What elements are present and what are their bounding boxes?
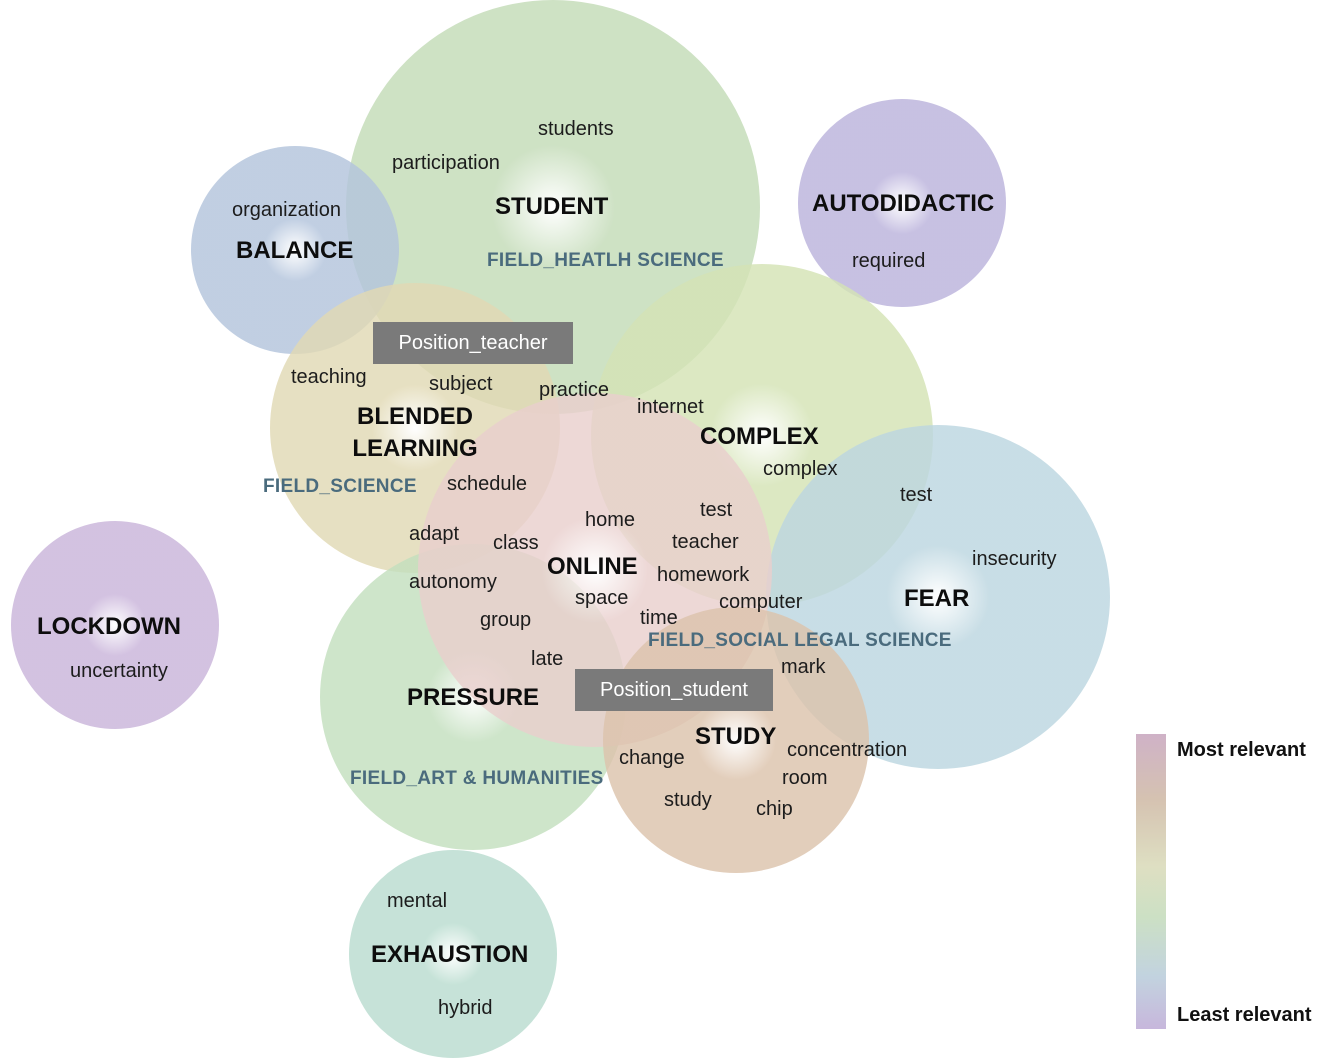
word-study: study <box>664 789 712 811</box>
word-schedule: schedule <box>447 473 528 495</box>
word-teacher: teacher <box>672 531 739 553</box>
cluster-title-lockdown: LOCKDOWN <box>37 613 181 640</box>
position-student-tag: Position_student <box>575 669 773 711</box>
word-time: time <box>640 607 678 629</box>
word-hybrid: hybrid <box>438 997 493 1019</box>
cluster-circle-exhaustion <box>349 850 557 1058</box>
word-uncertainty: uncertainty <box>70 660 168 682</box>
word-mark: mark <box>781 656 826 678</box>
word-computer: computer <box>719 591 803 613</box>
cluster-title-study: STUDY <box>695 723 777 750</box>
word-insecurity: insecurity <box>972 548 1057 570</box>
legend-most-relevant: Most relevant <box>1177 739 1306 761</box>
cluster-title-complex: COMPLEX <box>700 423 819 450</box>
word-test-fear: test <box>900 484 933 506</box>
cluster-circle-autodidactic <box>798 99 1006 307</box>
word-home: home <box>585 509 636 531</box>
word-autonomy: autonomy <box>409 571 497 593</box>
word-students: students <box>538 118 614 140</box>
cluster-title-student: STUDENT <box>495 193 609 220</box>
word-internet: internet <box>637 396 704 418</box>
word-adapt: adapt <box>409 523 460 545</box>
word-class: class <box>493 532 539 554</box>
cluster-title-balance: BALANCE <box>236 237 354 264</box>
cluster-title-pressure: PRESSURE <box>407 684 540 711</box>
word-concentration: concentration <box>787 739 908 761</box>
cluster-circle-lockdown <box>11 521 219 729</box>
cluster-title-online: ONLINE <box>547 553 638 580</box>
position-teacher-tag: Position_teacher <box>373 322 573 364</box>
word-participation: participation <box>392 152 500 174</box>
cluster-title-fear: FEAR <box>904 585 970 612</box>
word-space: space <box>575 587 629 609</box>
word-teaching: teaching <box>291 366 367 388</box>
word-homework: homework <box>657 564 750 586</box>
word-test-online: test <box>700 499 733 521</box>
word-organization: organization <box>232 199 341 221</box>
word-change: change <box>619 747 685 769</box>
field-health-science: FIELD_HEATLH SCIENCE <box>487 250 724 271</box>
word-group: group <box>480 609 532 631</box>
word-complex: complex <box>763 458 838 480</box>
word-late: late <box>531 648 564 670</box>
word-required: required <box>852 250 926 272</box>
cluster-title-exhaustion: EXHAUSTION <box>371 941 529 968</box>
word-subject: subject <box>429 373 493 395</box>
cluster-title-autodidactic: AUTODIDACTIC <box>812 190 995 217</box>
cluster-title-blended-learning: BLENDED LEARNING <box>352 403 478 462</box>
relevance-legend-bar <box>1136 734 1166 1029</box>
legend-least-relevant: Least relevant <box>1177 1004 1312 1026</box>
word-practice: practice <box>539 379 610 401</box>
field-social-legal-science: FIELD_SOCIAL LEGAL SCIENCE <box>648 630 952 651</box>
word-room: room <box>782 767 828 789</box>
word-mental: mental <box>387 890 448 912</box>
field-science: FIELD_SCIENCE <box>263 476 417 497</box>
field-art-humanities: FIELD_ART & HUMANITIES <box>350 768 604 789</box>
word-chip: chip <box>756 798 793 820</box>
